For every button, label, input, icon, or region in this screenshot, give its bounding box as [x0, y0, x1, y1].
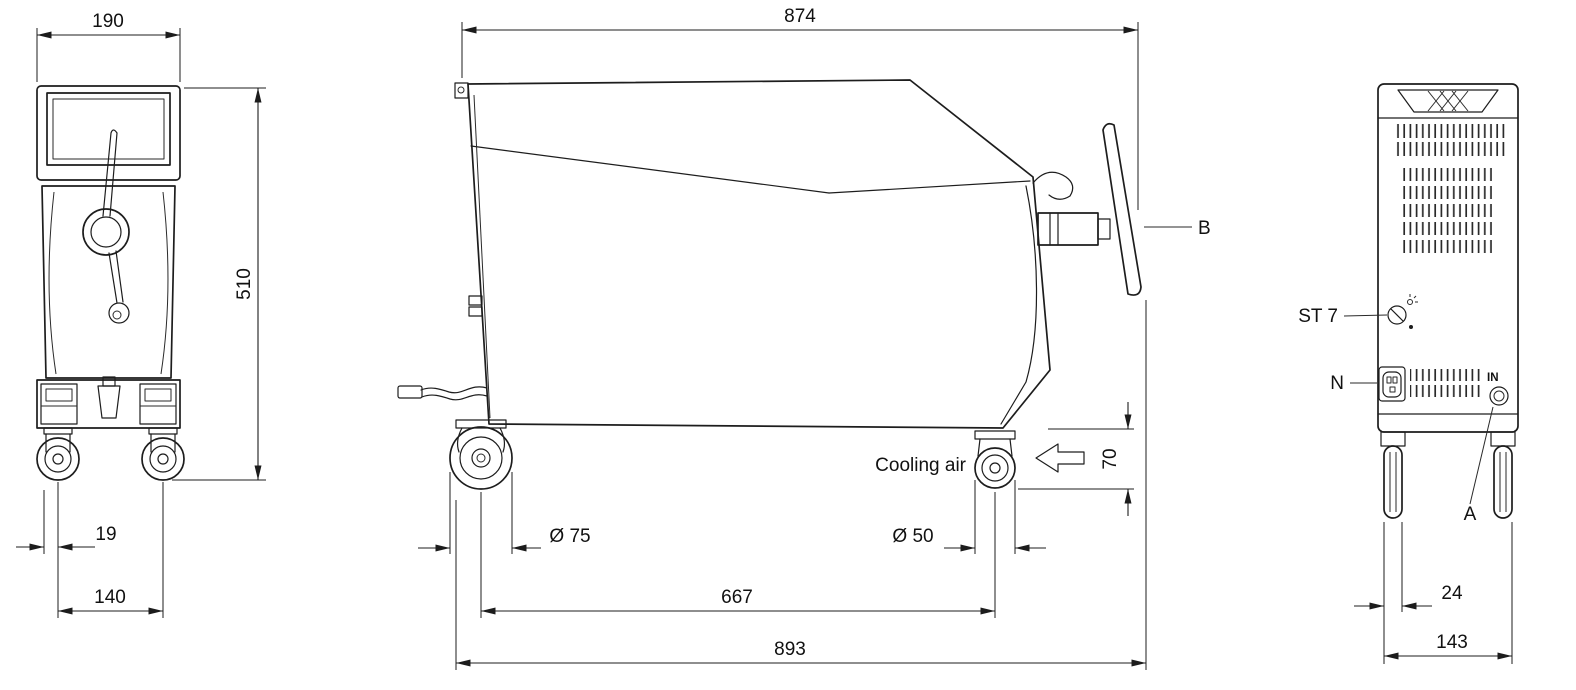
front-right-caster: [141, 427, 185, 481]
rear-left-wheel: [1380, 431, 1406, 519]
vent-grille: [1403, 186, 1492, 199]
vent-grille: [1393, 142, 1505, 156]
gun-callout: B: [1144, 218, 1211, 239]
handle-lever-up: [102, 129, 118, 217]
rear-wheel-dia-dimension: Ø 50: [892, 480, 1046, 554]
brightness-knob: [1387, 294, 1418, 329]
power-cable: [420, 386, 488, 394]
power-inlet: [1378, 366, 1406, 402]
rear-right-wheel: [1490, 431, 1516, 519]
side-length-value: 874: [784, 6, 816, 27]
front-left-caster: [36, 427, 80, 481]
a-callout: A: [1464, 406, 1494, 525]
side-gun-assembly: [1032, 122, 1142, 296]
hinge-detail: [454, 82, 469, 99]
front-view: 190 510 19 140: [16, 11, 266, 618]
gun-label: B: [1198, 218, 1211, 239]
front-wheel-offset-value: 19: [95, 524, 116, 545]
brightness-sun-icon: [1407, 299, 1413, 305]
front-height-dimension: 510: [172, 87, 266, 481]
front-track-value: 140: [94, 587, 126, 608]
front-height-value: 510: [234, 268, 255, 300]
rear-track-value: 143: [1436, 632, 1468, 653]
side-clearance-dimension: 70: [1018, 402, 1134, 516]
rear-wheel-dia-value: Ø 50: [892, 526, 933, 547]
a-label: A: [1464, 504, 1477, 525]
n-label: N: [1330, 373, 1344, 394]
front-wheel-dia-value: Ø 75: [549, 526, 590, 547]
vent-grille: [1403, 240, 1492, 253]
st7-callout: ST 7: [1298, 306, 1388, 327]
rear-track-dimension: 143: [1384, 522, 1513, 664]
st7-label: ST 7: [1298, 306, 1338, 327]
overall-length-value: 893: [774, 639, 806, 660]
wheelbase-dimension: 667: [480, 492, 996, 618]
cooling-air-label: Cooling air: [875, 455, 966, 476]
overall-length-dimension: 893: [455, 300, 1147, 670]
front-wheel-offset-dimension: 19: [16, 482, 117, 618]
in-label: IN: [1487, 372, 1499, 384]
side-length-dimension: 874: [461, 6, 1139, 210]
side-front-caster: [449, 419, 513, 490]
vent-grille: [1403, 168, 1492, 181]
cooling-air-arrow-icon: [1035, 443, 1085, 473]
vent-grille: [1403, 222, 1492, 235]
in-connector: IN: [1487, 372, 1509, 406]
brightness-dot-icon: [1409, 325, 1413, 329]
side-clearance-value: 70: [1100, 448, 1121, 469]
side-rear-caster: [974, 430, 1016, 489]
n-callout: N: [1330, 373, 1377, 394]
front-machine-outline: [36, 85, 181, 429]
wheelbase-value: 667: [721, 587, 753, 608]
cooling-air-callout: Cooling air: [875, 443, 1085, 476]
rear-handle-recess: [1397, 89, 1499, 113]
rear-machine-outline: [1377, 83, 1519, 433]
cable-plug: [397, 385, 423, 399]
vent-grille: [1410, 369, 1482, 381]
side-view: Cooling air B 874 70 Ø 75: [397, 6, 1211, 670]
gun-handle: [1102, 122, 1142, 296]
vent-grille: [1403, 204, 1492, 217]
front-width-dimension: 190: [36, 11, 181, 82]
handle-lever-down: [108, 250, 124, 304]
side-machine-outline: [397, 79, 1051, 429]
front-track-dimension: 140: [58, 482, 164, 618]
gun-barrel: [1037, 212, 1099, 246]
vent-grille: [1393, 124, 1505, 138]
front-wheel-dia-dimension: Ø 75: [418, 472, 591, 554]
front-width-value: 190: [92, 11, 124, 32]
side-knob: [468, 295, 483, 306]
rear-wheel-width-dimension: 24: [1354, 522, 1463, 664]
front-knob: [82, 208, 130, 256]
vent-grille: [1410, 385, 1482, 397]
rear-wheel-width-value: 24: [1441, 583, 1463, 604]
rear-view: IN ST 7 N A: [1298, 83, 1519, 664]
